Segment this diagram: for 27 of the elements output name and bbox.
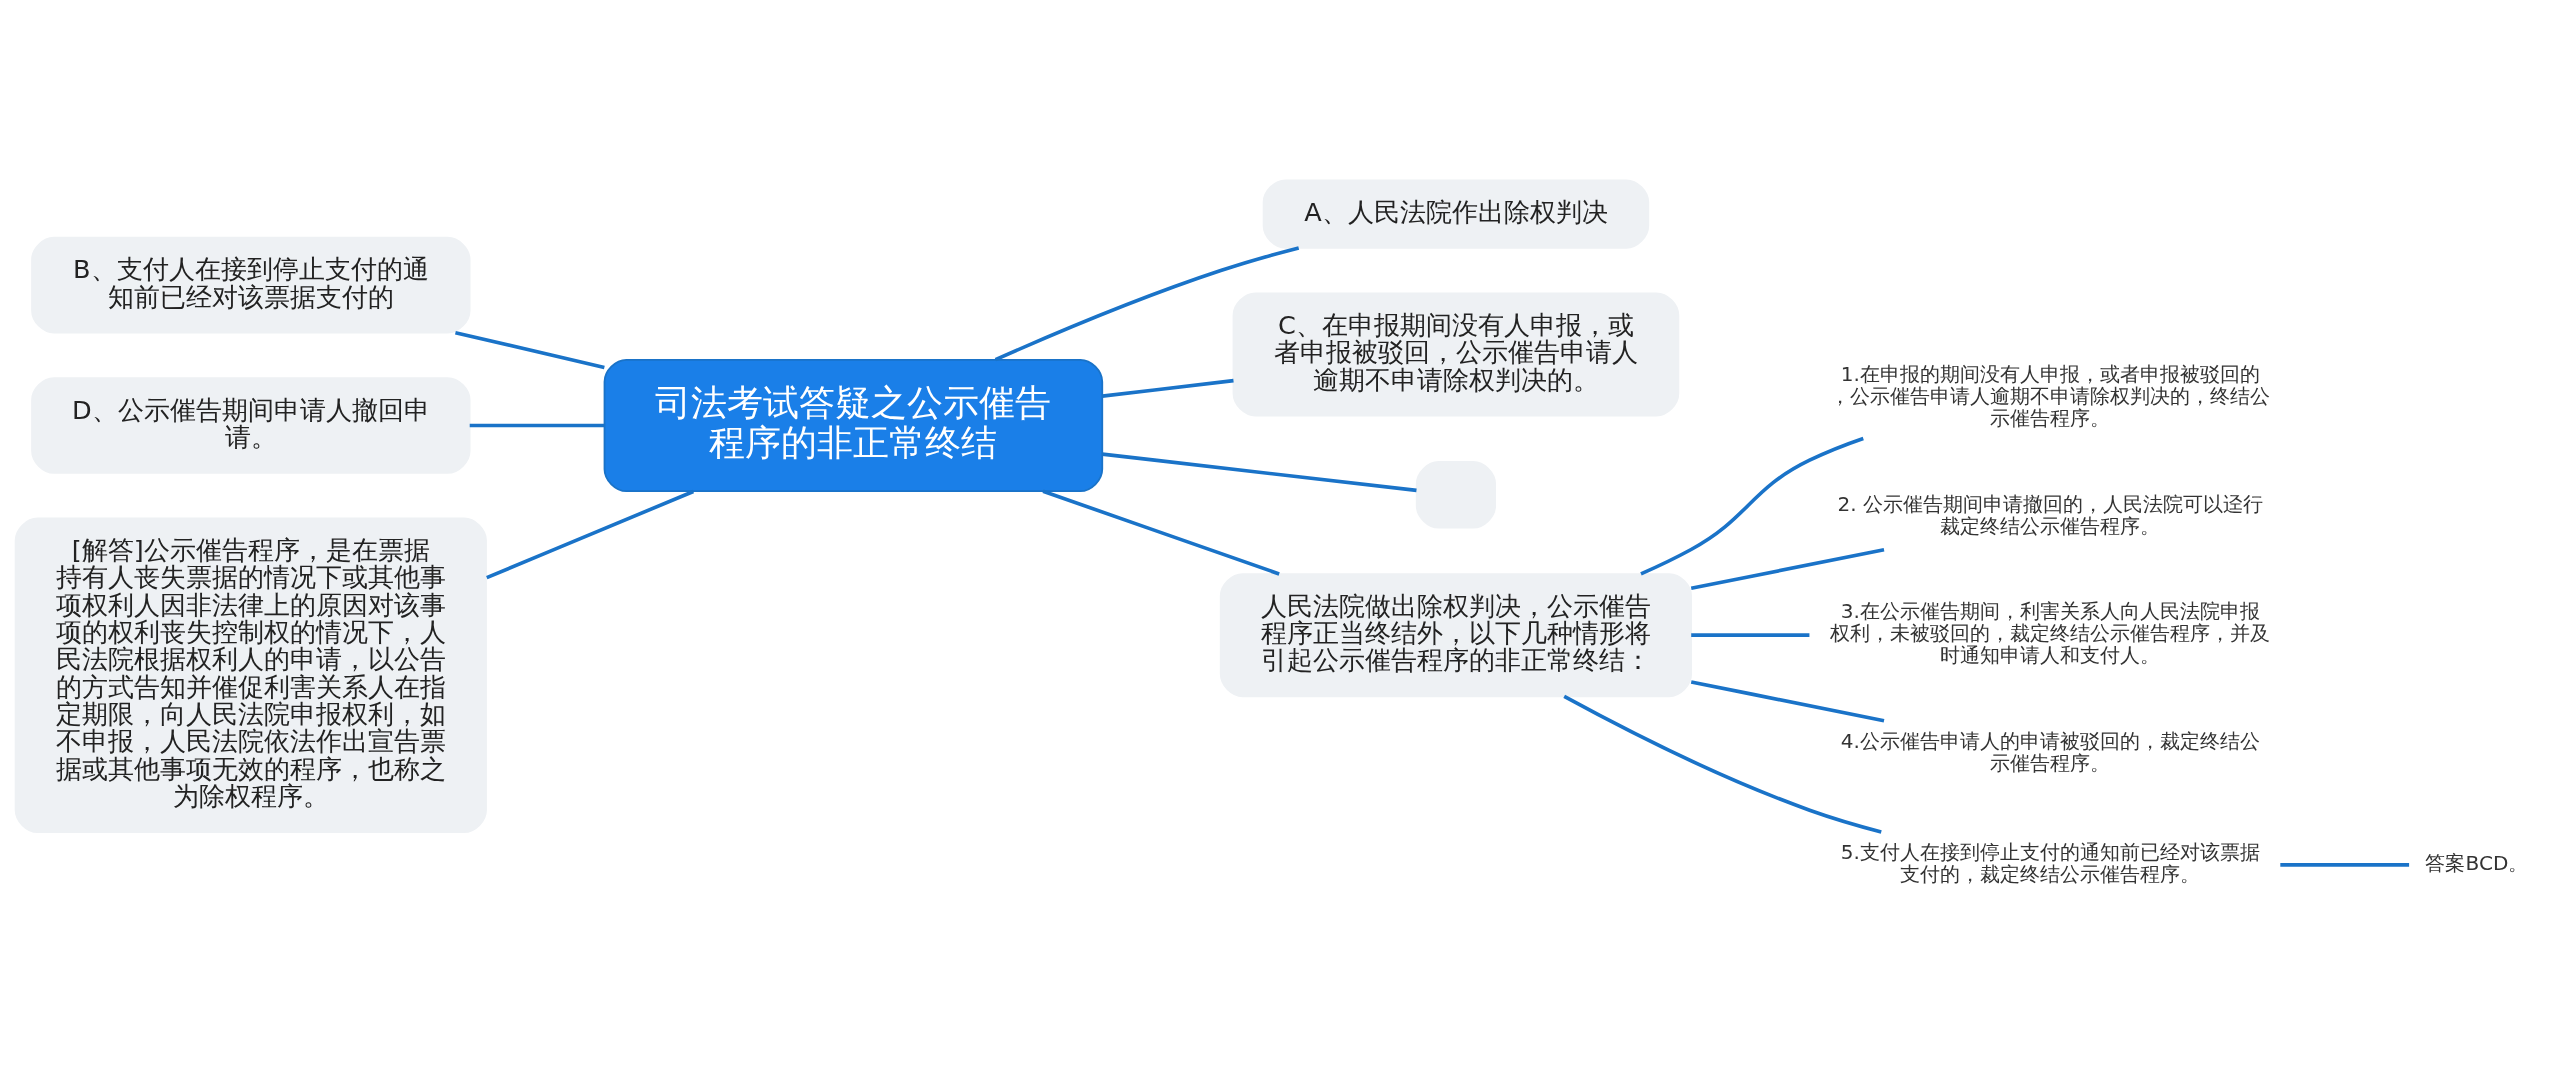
connector [1690, 547, 1885, 590]
connector [469, 423, 605, 427]
connector [1690, 679, 1885, 722]
connector [1042, 489, 1280, 576]
node-text: 5.支付人在接到停止支付的通知前已经对该票据支付的，裁定终结公示催告程序。 [1840, 839, 2260, 886]
node-box [1415, 460, 1497, 528]
node-box: A、人民法院作出除权判决 [1262, 178, 1650, 249]
node-text: 1.在申报的期间没有人申报，或者申报被驳回的，公示催告申请人逾期不申请除权判决的，终结公示催告程序。 [1830, 361, 2271, 430]
node-box: 司法考试答疑之公示催告程序的非正常终结 [603, 358, 1104, 492]
node-box: 人民法院做出除权判决，公示催告程序正当终结外，以下几种情形将引起公示催告程序的非正常终结： [1219, 572, 1693, 697]
connector [486, 489, 695, 579]
node-text: 3.在公示催告期间，利害关系人向人民法院申报权利，未被驳回的，裁定终结公示催告程序，并及时通知申请人和支付人。 [1830, 598, 2271, 667]
connector [994, 245, 1300, 361]
node-box: D、公示催告期间申请人撤回申请。 [31, 376, 471, 474]
connector [455, 330, 605, 369]
node-text: 答案BCD。 [2425, 850, 2529, 875]
node-box: B、支付人在接到停止支付的通知前已经对该票据支付的 [31, 236, 471, 333]
connector [1102, 451, 1417, 492]
node-box: C、在申报期间没有人申报，或者申报被驳回，公示催告申请人逾期不申请除权判决的。 [1232, 291, 1680, 416]
node-text: 2. 公示催告期间申请撤回的，人民法院可以迳行裁定终结公示催告程序。 [1837, 491, 2264, 538]
connector [1102, 378, 1234, 398]
node-text: 4.公示催告申请人的申请被驳回的，裁定终结公示催告程序。 [1840, 728, 2260, 775]
connector [1691, 632, 1810, 637]
node-box: [解答]公示催告程序，是在票据持有人丧失票据的情况下或其他事项权利人因非法律上的原因对该事项的权利丧失控制权的情况下，人民法院根据权利人的申请，以公告的方式告知并催促利害关系人在指定期限，向人民法院申报权利，如不申报，人民法院依法作出宣告票据或其他事项无效的程序，也称之为除权程序。 [14, 517, 487, 833]
connector [2280, 862, 2410, 867]
connector [1640, 436, 1864, 575]
connector [1563, 694, 1882, 834]
